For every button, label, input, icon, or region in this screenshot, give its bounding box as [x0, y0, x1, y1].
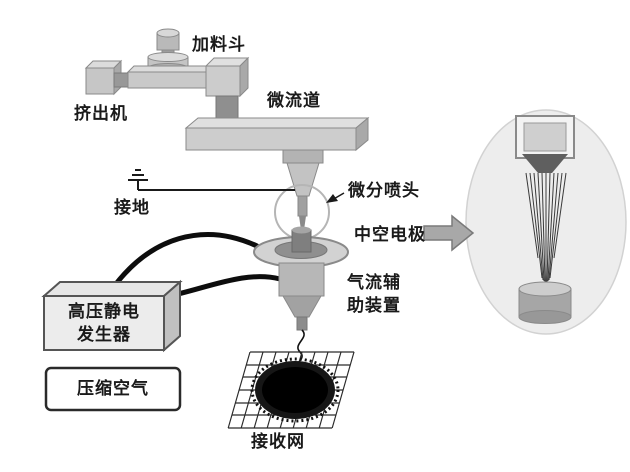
earth-ground-icon — [128, 169, 295, 191]
label-ground: 接地 — [114, 198, 150, 217]
inset-nozzle-tip — [522, 154, 568, 173]
label-micro-nozzle: 微分喷头 — [348, 181, 420, 200]
inset-collector — [518, 281, 572, 324]
fiber-deposit-blob — [250, 357, 340, 423]
label-micro-channel: 微流道 — [267, 91, 321, 110]
label-hopper: 加料斗 — [192, 35, 246, 54]
inset-fiber-spray — [525, 172, 567, 283]
leader-arrow-icon — [326, 192, 345, 203]
inset-nozzle-inner — [523, 122, 567, 152]
label-receiving-mesh: 接收网 — [251, 432, 305, 451]
label-hollow-electrode: 中空电极 — [354, 225, 426, 244]
hollow-electrode-ring — [253, 226, 349, 268]
airflow-assist-device — [278, 262, 325, 331]
label-hv-generator: 高压静电 发生器 — [68, 302, 140, 344]
extruder-assembly — [84, 56, 250, 125]
print-head — [282, 149, 324, 230]
label-compressed-air: 压缩空气 — [77, 378, 149, 398]
compressed-air-box — [44, 366, 182, 412]
label-extruder: 挤出机 — [74, 104, 128, 123]
inset-detail-view — [465, 109, 627, 335]
hv-generator-box — [41, 279, 183, 353]
label-airflow-assist: 气流辅 助装置 — [347, 273, 401, 315]
right-arrow-icon — [423, 214, 475, 252]
micro-channel-beam — [184, 116, 370, 152]
